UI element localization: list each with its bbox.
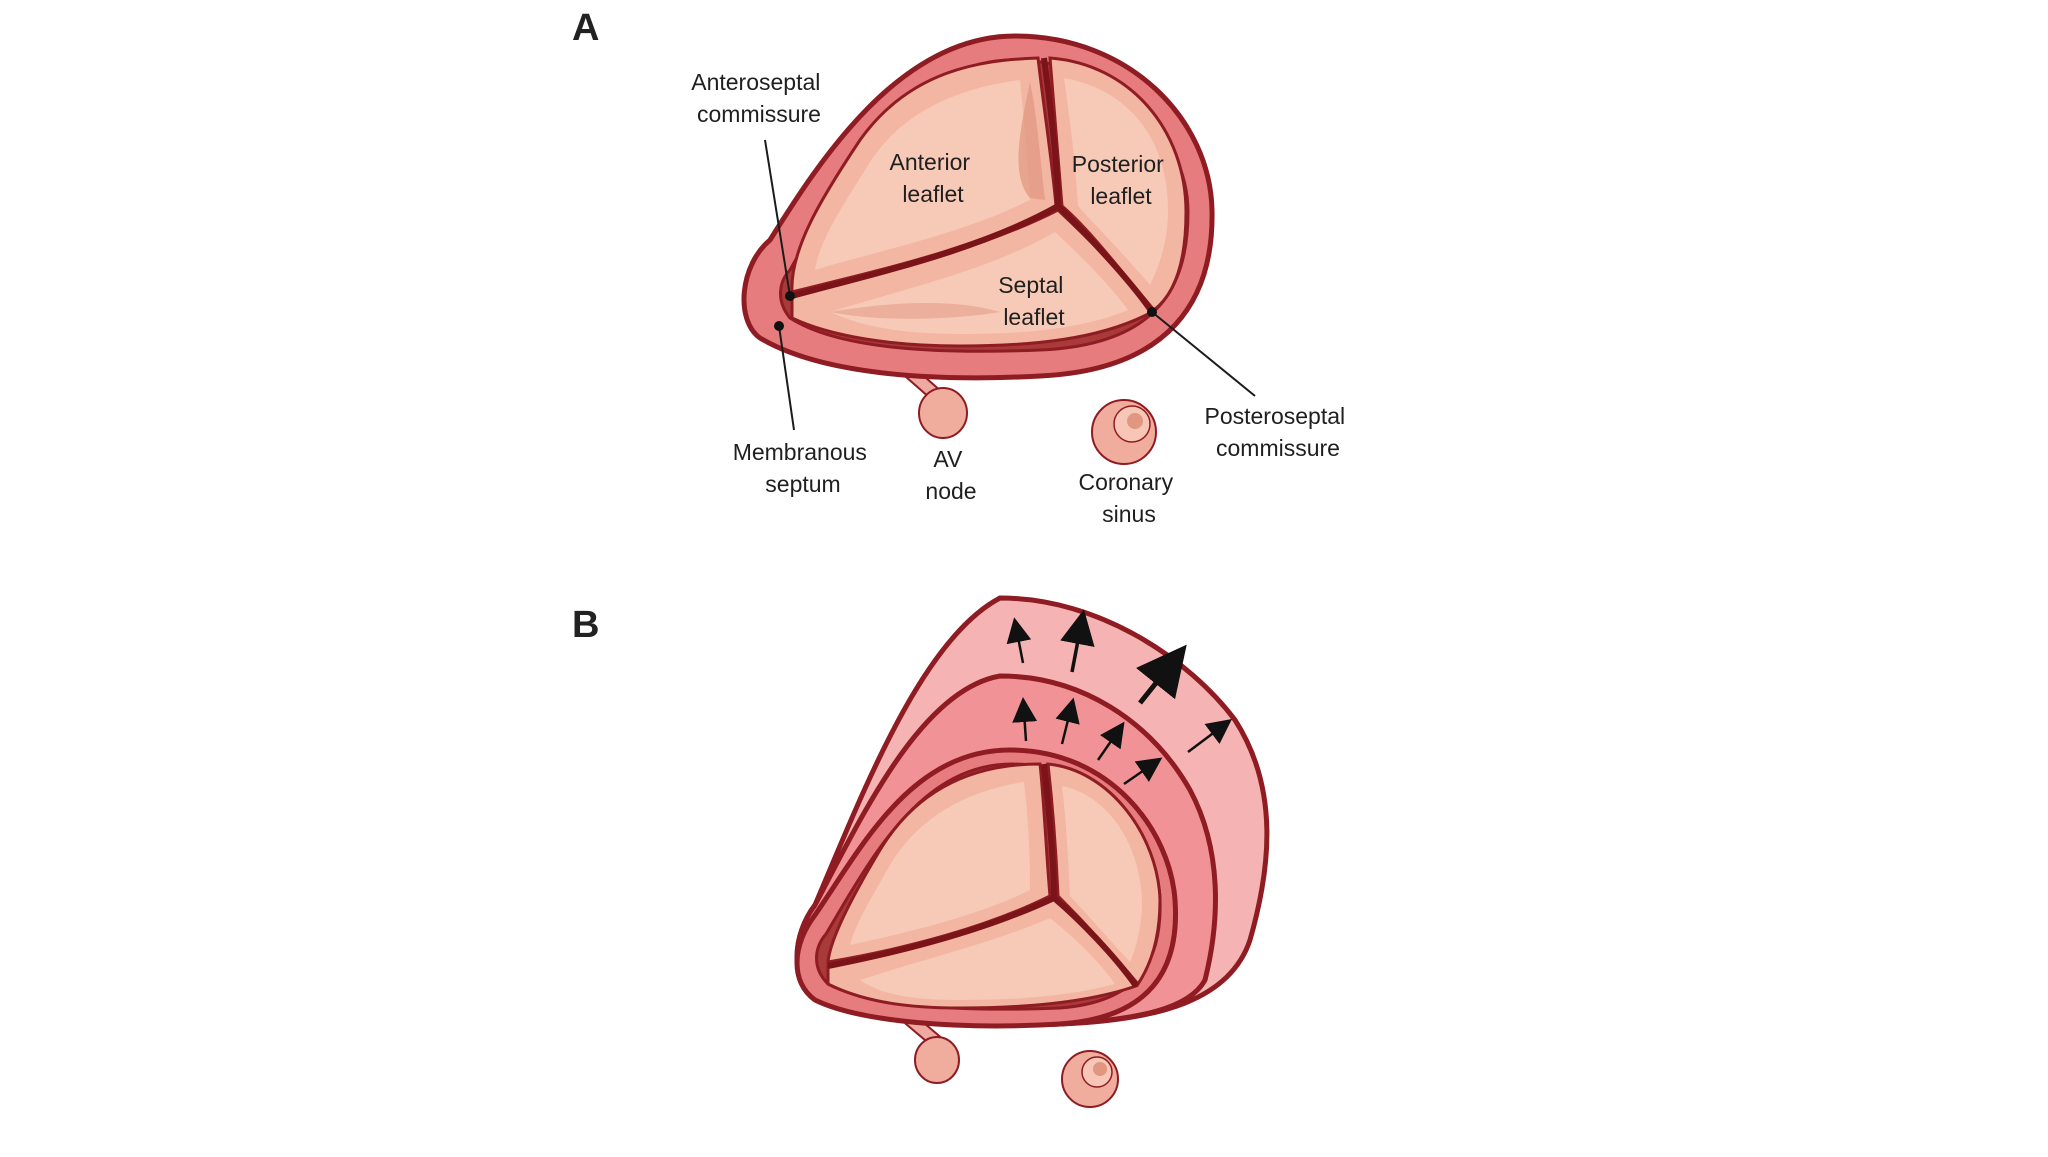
- label-membranous-septum: Membranous septum: [733, 439, 874, 497]
- leader-lines-a: [764, 139, 1256, 431]
- anteroseptal-point: [785, 291, 795, 301]
- label-posterior-leaflet: Posterior leaflet: [1072, 151, 1170, 209]
- dilation-arrow: [1187, 719, 1232, 753]
- label-av-node: AV node: [925, 446, 976, 504]
- dilation-arrow: [1006, 617, 1032, 664]
- coronary-sinus-shape-b: [1061, 1050, 1119, 1108]
- label-septal-leaflet: Septal leaflet: [998, 272, 1070, 330]
- posteroseptal-point: [1147, 307, 1157, 317]
- coronary-sinus-shape: [1091, 399, 1157, 465]
- dilation-arrows: [1006, 609, 1232, 786]
- dilation-arrow: [1055, 697, 1080, 745]
- dilation-arrow: [1123, 757, 1163, 786]
- panel-a-letter: A: [572, 7, 599, 49]
- label-anterior-leaflet: Anterior leaflet: [890, 149, 977, 207]
- dilation-arrow: [1012, 697, 1038, 742]
- panel-b: B: [572, 595, 1270, 1108]
- panel-a: A: [572, 7, 1351, 527]
- panel-b-letter: B: [572, 604, 599, 646]
- dilation-arrow: [1096, 721, 1125, 761]
- label-anteroseptal-commissure: Anteroseptal commissure: [691, 69, 827, 127]
- dilation-arrow: [1060, 609, 1095, 673]
- label-coronary-sinus: Coronary sinus: [1079, 469, 1180, 527]
- label-posteroseptal-commissure: Posteroseptal commissure: [1204, 403, 1351, 461]
- membranous-septum-point: [774, 321, 784, 331]
- av-node-shape-b: [904, 1016, 960, 1084]
- dilation-arrow: [1135, 644, 1187, 705]
